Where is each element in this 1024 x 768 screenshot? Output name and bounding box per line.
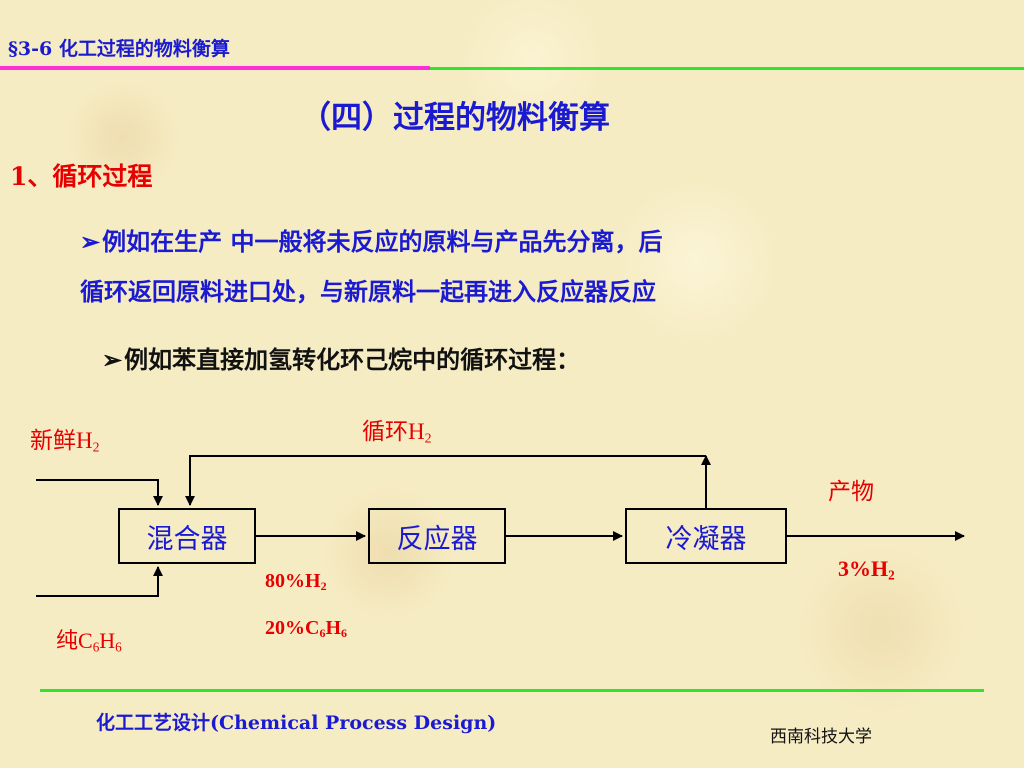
recycle-return-line	[185, 455, 706, 506]
reactor-box: 反应器	[368, 508, 506, 564]
mixer-box: 混合器	[118, 508, 256, 564]
section-header: §3-6 化工过程的物料衡算	[8, 38, 230, 60]
slide-title: （四）过程的物料衡算	[300, 100, 610, 136]
bullet-1-text-1: 例如在生产 中一般将未反应的原料与产品先分离，后	[102, 227, 663, 256]
product-label: 产物	[828, 479, 874, 504]
pure-benzene-stream-line	[36, 566, 163, 597]
bullet-1-line-2: 循环返回原料进口处，与新原料一起再进入反应器反应	[80, 277, 656, 306]
mix-benzene-label: 20%C6H6	[265, 617, 348, 640]
university-footer: 西南科技大学	[770, 727, 872, 747]
subsection-heading: 1、循环过程	[10, 162, 153, 191]
footer-divider	[40, 689, 984, 692]
arrow-bullet-icon: ➢	[80, 227, 101, 256]
course-footer: 化工工艺设计(Chemical Process Design)	[96, 712, 497, 734]
recycle-h2-label: 循环H2	[362, 419, 432, 446]
bullet-2: ➢例如苯直接加氢转化环己烷中的循环过程：	[102, 340, 580, 375]
bullet-2-text: 例如苯直接加氢转化环己烷中的循环过程：	[124, 345, 581, 374]
header-divider-green	[430, 67, 1024, 70]
arrow-bullet-icon: ➢	[102, 345, 123, 374]
pure-benzene-label: 纯C6H6	[56, 628, 122, 655]
header-divider-pink	[0, 66, 430, 70]
mix-h2-label: 80%H2	[265, 570, 327, 593]
bullet-1-line-1: ➢例如在生产 中一般将未反应的原料与产品先分离，后	[80, 222, 662, 257]
product-h2-label: 3%H2	[838, 556, 895, 583]
condenser-box: 冷凝器	[625, 508, 787, 564]
fresh-h2-stream-line	[36, 479, 163, 506]
fresh-h2-label: 新鲜H2	[30, 428, 100, 455]
